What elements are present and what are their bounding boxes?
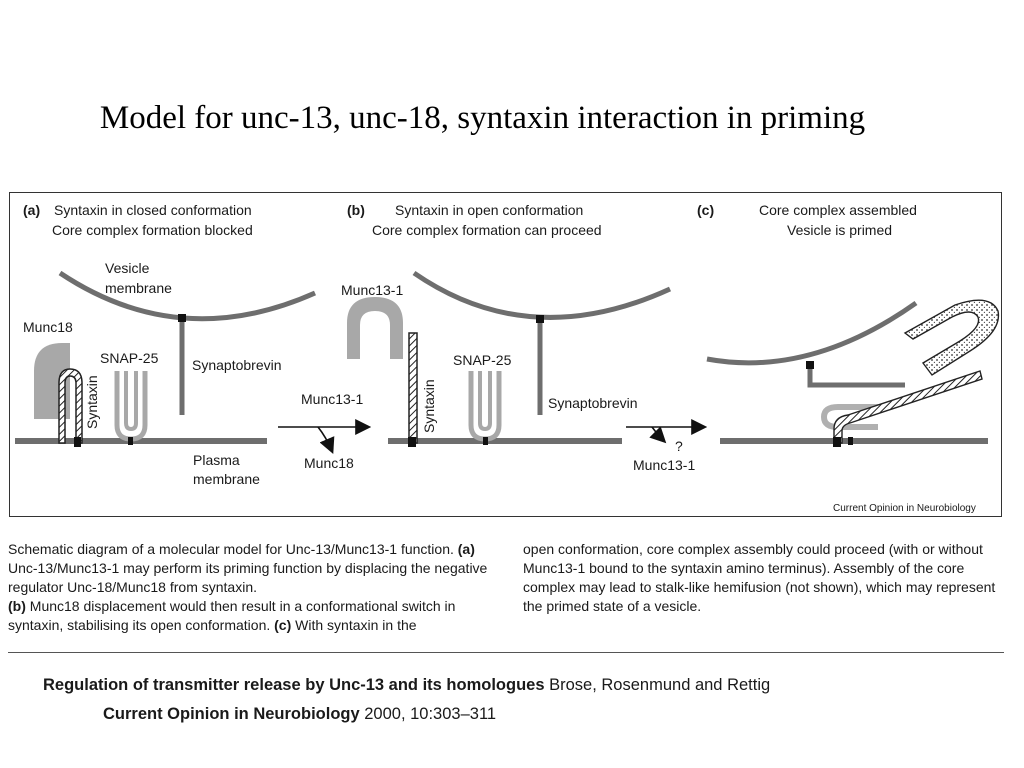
- article-title: Regulation of transmitter release by Unc…: [43, 676, 545, 694]
- transition-arrow-2: ? Munc13-1: [626, 427, 704, 473]
- label-syntaxin-a: Syntaxin: [84, 375, 100, 429]
- synaptobrevin-c-shape: [810, 363, 905, 385]
- divider-line: [8, 652, 1004, 653]
- journal-citation: 2000, 10:303–311: [364, 705, 496, 723]
- arrow2-question: ?: [675, 438, 683, 454]
- vesicle-membrane-c: [707, 303, 916, 363]
- syntaxin-b-shape: [409, 333, 417, 443]
- vesicle-membrane-a: [60, 273, 315, 319]
- panel-a-header: (a) Syntaxin in closed conformation Core…: [23, 202, 253, 238]
- diagram-figure: (a) Syntaxin in closed conformation Core…: [9, 192, 1002, 517]
- slide-title: Model for unc-13, unc-18, syntaxin inter…: [0, 100, 965, 137]
- panel-c-letter: (c): [697, 202, 714, 218]
- panel-c-drawing: Current Opinion in Neurobiology: [707, 300, 998, 514]
- label-plasma-2: membrane: [193, 471, 260, 487]
- caption-c-letter: (c): [274, 617, 291, 633]
- munc13-c-shape: [905, 300, 998, 375]
- caption-right-text: open conformation, core complex assembly…: [523, 541, 995, 614]
- panel-a-letter: (a): [23, 202, 40, 218]
- caption-c-text: With syntaxin in the: [295, 617, 416, 633]
- panel-c-line1: Core complex assembled: [759, 202, 917, 218]
- label-plasma-1: Plasma: [193, 452, 240, 468]
- journal-credit: Current Opinion in Neurobiology: [833, 503, 976, 514]
- label-munc13-b: Munc13-1: [341, 282, 403, 298]
- label-synaptobrevin-a: Synaptobrevin: [192, 357, 282, 373]
- caption-right: open conformation, core complex assembly…: [523, 540, 1013, 616]
- panel-b-letter: (b): [347, 202, 365, 218]
- panel-c-header: (c) Core complex assembled Vesicle is pr…: [697, 202, 917, 238]
- panel-a-line2: Core complex formation blocked: [52, 222, 253, 238]
- panel-c-line2: Vesicle is primed: [787, 222, 892, 238]
- journal-name: Current Opinion in Neurobiology: [103, 705, 360, 723]
- arrow1-label-top: Munc13-1: [301, 391, 363, 407]
- syntaxin-a-shape: [59, 369, 82, 443]
- panel-b-line2: Core complex formation can proceed: [372, 222, 602, 238]
- article-authors: Brose, Rosenmund and Rettig: [549, 676, 770, 694]
- vesicle-membrane-b: [414, 273, 670, 317]
- diagram-svg: (a) Syntaxin in closed conformation Core…: [10, 193, 1003, 518]
- transition-arrow-1: Munc13-1 Munc18: [278, 391, 368, 471]
- caption-a-text: Unc-13/Munc13-1 may perform its priming …: [8, 560, 487, 595]
- caption-left: Schematic diagram of a molecular model f…: [8, 540, 498, 635]
- caption-a-letter: (a): [458, 541, 475, 557]
- label-syntaxin-b: Syntaxin: [421, 379, 437, 433]
- caption-b-letter: (b): [8, 598, 26, 614]
- panel-a-line1: Syntaxin in closed conformation: [54, 202, 252, 218]
- label-vesicle-1: Vesicle: [105, 260, 150, 276]
- panel-a-drawing: Vesicle membrane Munc18 SNAP-25 Synaptob…: [15, 260, 315, 487]
- arrow2-label-bottom: Munc13-1: [633, 457, 695, 473]
- label-snap25-a: SNAP-25: [100, 350, 159, 366]
- panel-b-header: (b) Syntaxin in open conformation Core c…: [347, 202, 602, 238]
- arrow1-label-bottom: Munc18: [304, 455, 354, 471]
- panel-b-line1: Syntaxin in open conformation: [395, 202, 583, 218]
- panel-b-drawing: Munc13-1 Syntaxin SNAP-25 Synaptobrevin: [341, 273, 670, 447]
- reference-line-2: Current Opinion in Neurobiology 2000, 10…: [103, 705, 496, 724]
- munc13-shape: [347, 297, 403, 359]
- label-munc18: Munc18: [23, 319, 73, 335]
- caption-intro: Schematic diagram of a molecular model f…: [8, 541, 454, 557]
- reference-line-1: Regulation of transmitter release by Unc…: [43, 676, 770, 695]
- label-vesicle-2: membrane: [105, 280, 172, 296]
- label-synaptobrevin-b: Synaptobrevin: [548, 395, 638, 411]
- label-snap25-b: SNAP-25: [453, 352, 512, 368]
